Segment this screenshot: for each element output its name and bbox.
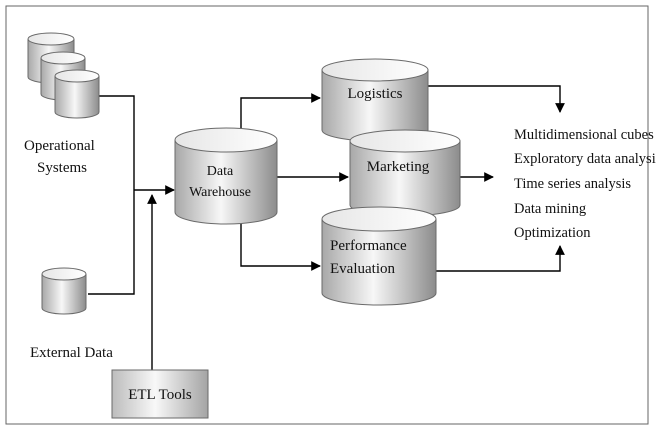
logistics-label: Logistics (348, 86, 403, 102)
external-db-icon (41, 267, 87, 315)
logistics-to-outputs-arrow (428, 85, 565, 113)
outputs-list: Multidimensional cubes Exploratory data … (514, 127, 656, 241)
connectors (88, 85, 565, 370)
etl-tools-box: ETL Tools (111, 369, 209, 419)
output-item: Optimization (514, 225, 591, 241)
performance-label-line1: Performance (330, 238, 407, 254)
output-item: Time series analysis (514, 176, 631, 192)
output-item: Exploratory data analysis (514, 151, 656, 167)
warehouse-to-logistics-arrow (240, 93, 321, 140)
warehouse-label-line1: Data (207, 164, 234, 179)
logistics-db-icon (321, 58, 429, 142)
data-warehouse-icon (174, 127, 278, 225)
marketing-db-icon (349, 129, 461, 217)
warehouse-to-performance-arrow (240, 218, 321, 271)
etl-tools-label: ETL Tools (128, 387, 192, 403)
external-connector (88, 190, 135, 295)
performance-db-icon (321, 206, 437, 306)
frame-border (5, 5, 649, 425)
performance-label-line2: Evaluation (330, 261, 395, 277)
operational-connector (98, 95, 135, 190)
output-item: Data mining (514, 201, 586, 217)
warehouse-label-line2: Warehouse (189, 185, 251, 200)
marketing-label: Marketing (367, 159, 430, 175)
output-item: Multidimensional cubes (514, 127, 654, 143)
operational-label-line2: Systems (37, 160, 87, 176)
operational-label-line1: Operational (24, 138, 95, 154)
external-data-label: External Data (30, 345, 113, 361)
performance-to-outputs-arrow (436, 245, 565, 272)
operational-db-icon-3 (54, 69, 100, 119)
